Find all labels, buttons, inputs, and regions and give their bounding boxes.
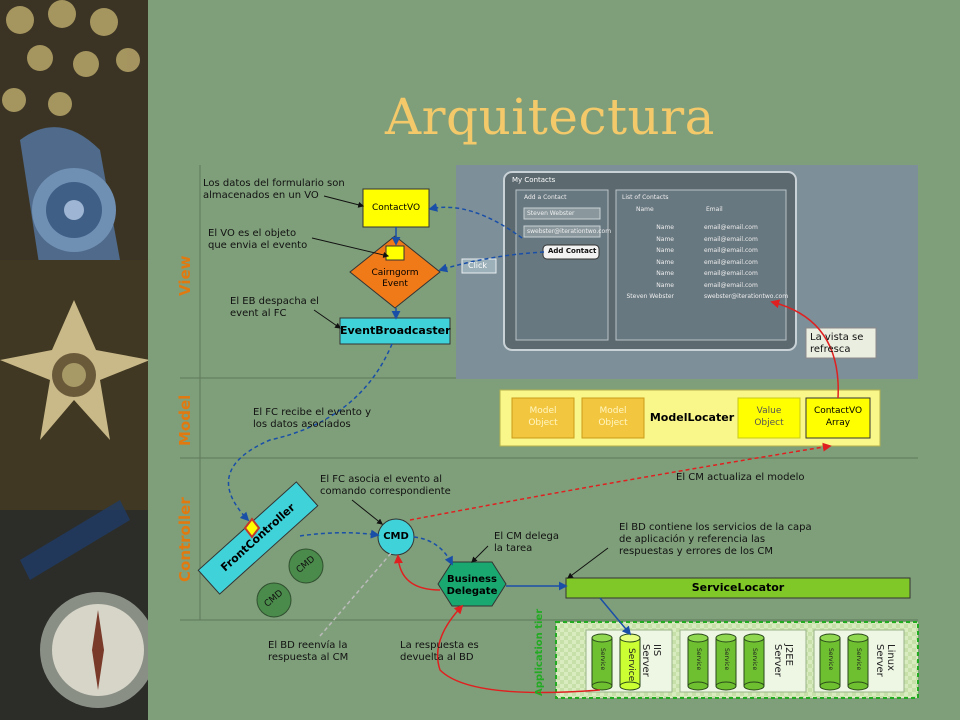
name-field[interactable] bbox=[523, 207, 601, 220]
flow-array-to-view bbox=[770, 299, 839, 399]
note-form-data: Los datos del formulario son almacenados… bbox=[203, 178, 345, 201]
layer-label-controller: Controller bbox=[176, 497, 194, 582]
service-label: Service bbox=[855, 648, 862, 671]
pointer-cm-delegate bbox=[471, 545, 489, 563]
service-label: Service bbox=[695, 648, 702, 671]
service-cylinder bbox=[819, 633, 841, 691]
note-fc-associate: El FC asocia el evento al comando corres… bbox=[320, 474, 451, 497]
pointer-bd-contains bbox=[567, 547, 609, 579]
contact-row-name: Name bbox=[656, 270, 674, 277]
contact-row-email: email@email.com bbox=[704, 247, 758, 254]
mockup-list-title: List of Contacts bbox=[622, 194, 669, 201]
view-refresh-note bbox=[805, 327, 877, 359]
note-cm-delegate: El CM delega la tarea bbox=[494, 531, 559, 554]
flow-service-to-bd bbox=[436, 604, 601, 694]
cmd-main-label: CMD bbox=[383, 531, 409, 542]
front-controller-diamond-icon bbox=[243, 517, 261, 539]
pointer-bd-forward bbox=[319, 551, 393, 637]
service-label: Service bbox=[599, 648, 606, 671]
server-name: IIS Server bbox=[640, 644, 662, 677]
service-cylinder bbox=[687, 633, 709, 691]
contact-vo-array-label: ContactVO Array bbox=[813, 406, 863, 428]
model-object-box-1 bbox=[511, 397, 575, 439]
contact-row-email: email@email.com bbox=[704, 270, 758, 277]
cairngorm-event-diamond bbox=[349, 235, 441, 309]
server-name: J2EE Server bbox=[772, 644, 794, 677]
click-label: Click bbox=[468, 261, 488, 270]
email-field[interactable] bbox=[523, 225, 601, 238]
add-contact-button-label: Add Contact bbox=[548, 247, 597, 255]
cairngorm-event-label: Cairngorm Event bbox=[371, 268, 419, 289]
service-label: Service bbox=[626, 648, 636, 682]
flow-locator-to-service bbox=[599, 597, 632, 636]
pointer-fc-associate bbox=[351, 499, 383, 525]
model-locater-label: ModelLocater bbox=[649, 411, 735, 424]
service-label: Service bbox=[751, 648, 758, 671]
service-label: Service bbox=[723, 648, 730, 671]
note-bd-contains: El BD contiene los servicios de la capa … bbox=[619, 522, 812, 557]
flow-cmd-to-model bbox=[409, 442, 832, 521]
contact-row-email: email@email.com bbox=[704, 281, 758, 289]
layer-label-application-tier: Application tier bbox=[534, 608, 545, 696]
flow-broadcaster-to-fc bbox=[227, 343, 393, 522]
flow-bd-to-cmd bbox=[393, 554, 441, 591]
contact-row-email: email@email.com bbox=[704, 235, 758, 243]
mockup-email-value: swebster@iterationtwo.com bbox=[527, 228, 612, 235]
note-cm-update: El CM actualiza el modelo bbox=[676, 472, 805, 483]
service-cylinder bbox=[847, 633, 869, 691]
note-view-refresh: La vista se refresca bbox=[810, 332, 864, 355]
pointer-form-data bbox=[323, 195, 365, 208]
service-cylinder bbox=[591, 633, 613, 691]
contact-row-email: email@email.com bbox=[704, 258, 758, 266]
note-bd-forward: El BD reenvía la respuesta al CM bbox=[268, 640, 349, 663]
mockup-col-name: Name bbox=[636, 206, 654, 213]
service-label: Service bbox=[827, 648, 834, 671]
flow-fc-to-cmd bbox=[299, 529, 380, 539]
mockup-form-title: Add a Contact bbox=[524, 194, 567, 201]
service-cylinder bbox=[715, 633, 737, 691]
mockup-panel-title: My Contacts bbox=[512, 176, 556, 184]
slide-title: Arquitectura bbox=[385, 88, 715, 146]
mockup-name-value: Steven Webster bbox=[527, 210, 575, 217]
event-broadcaster-label: EventBroadcaster bbox=[340, 324, 451, 337]
layer-label-model: Model bbox=[176, 394, 194, 446]
mockup-col-email: Email bbox=[706, 206, 723, 213]
value-object-box bbox=[737, 397, 801, 439]
note-response-returned: La respuesta es devuelta al BD bbox=[400, 640, 479, 663]
service-cylinder bbox=[743, 633, 765, 691]
cmd-circle-2 bbox=[288, 548, 324, 584]
business-delegate-hexagon bbox=[437, 561, 507, 607]
cmd-circle-3 bbox=[256, 582, 292, 618]
contact-row-name: Name bbox=[656, 235, 674, 243]
note-fc-receive: El FC recibe el evento y los datos asoci… bbox=[253, 407, 371, 430]
model-object-label-1: Model Object bbox=[528, 406, 558, 428]
note-eb-dispatch: El EB despacha el event al FC bbox=[230, 296, 319, 319]
contact-vo-label: ContactVO bbox=[371, 203, 421, 213]
decorative-photo-strip bbox=[0, 0, 148, 720]
service-cylinder bbox=[619, 633, 641, 691]
contact-row-name: Name bbox=[656, 224, 674, 231]
pointer-eb-dispatch bbox=[313, 309, 341, 329]
contact-row-name: Name bbox=[656, 281, 674, 289]
contact-row-email: email@email.com bbox=[704, 224, 758, 231]
contact-row-name: Steven Webster bbox=[626, 293, 674, 300]
value-object-label: Value Object bbox=[754, 406, 784, 428]
flow-cmd-to-bd bbox=[413, 536, 453, 566]
contact-list-panel bbox=[615, 189, 787, 341]
service-locator-label: ServiceLocator bbox=[691, 581, 785, 594]
model-object-label-2: Model Object bbox=[598, 406, 628, 428]
pointer-vo-event bbox=[311, 237, 390, 258]
click-badge bbox=[461, 258, 497, 274]
model-object-box-2 bbox=[581, 397, 645, 439]
layer-label-view: View bbox=[176, 255, 194, 296]
contact-row-email: swebster@iterationtwo.com bbox=[704, 293, 789, 300]
cairngorm-event-inner-square bbox=[385, 245, 405, 261]
contact-row-name: Name bbox=[656, 258, 674, 266]
server-name: Linux Server bbox=[874, 644, 896, 677]
contact-row-name: Name bbox=[656, 247, 674, 254]
business-delegate-label: Business Delegate bbox=[446, 574, 498, 597]
note-vo-event: El VO es el objeto que envia el evento bbox=[208, 228, 308, 251]
flow-click-to-event bbox=[438, 251, 545, 273]
